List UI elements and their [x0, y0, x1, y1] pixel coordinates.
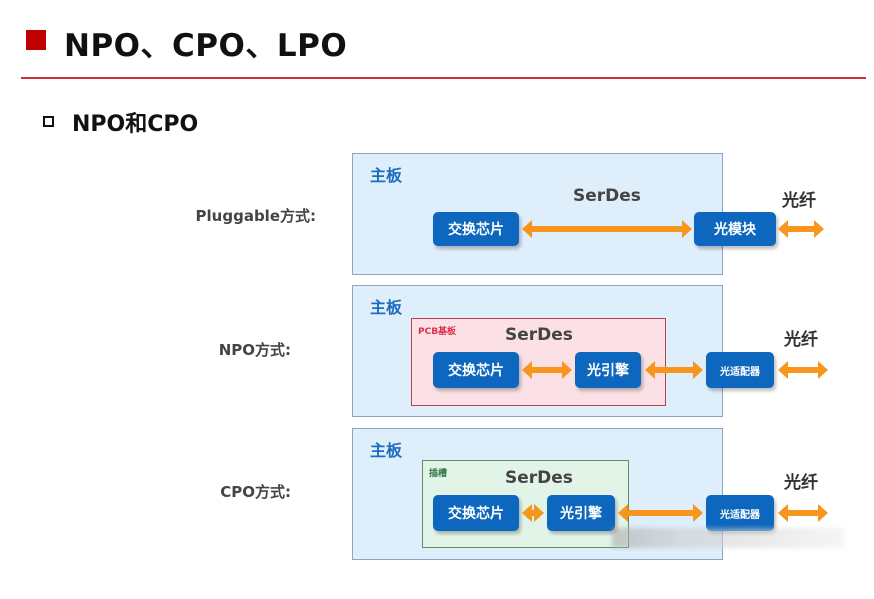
arrow-switch-to-module [522, 220, 692, 238]
switch-chip: 交换芯片 [433, 495, 519, 531]
optical-engine: 光引擎 [575, 352, 641, 388]
fiber-label: 光纤 [782, 191, 816, 211]
mainboard-label: 主板 [370, 166, 403, 185]
serdes-label: SerDes [505, 325, 573, 345]
optical-adapter: 光适配器 [706, 352, 774, 388]
arrow-engine-to-adapter [645, 361, 703, 379]
socket-slot-label: 插槽 [429, 469, 448, 479]
row-label-npo: NPO方式: [218, 341, 291, 359]
fiber-label: 光纤 [784, 330, 818, 350]
mainboard-pluggable [352, 153, 723, 275]
arrow-switch-to-engine [522, 361, 572, 379]
serdes-label: SerDes [505, 468, 573, 488]
optical-engine: 光引擎 [547, 495, 615, 531]
optical-adapter: 光适配器 [706, 495, 774, 531]
title-bullet-icon [26, 30, 46, 50]
row-label-pluggable: Pluggable方式: [195, 207, 316, 225]
fiber-label: 光纤 [784, 473, 818, 493]
pcb-substrate-label: PCB基板 [418, 327, 457, 337]
switch-chip: 交换芯片 [433, 212, 519, 246]
switch-chip: 交换芯片 [433, 352, 519, 388]
row-label-cpo: CPO方式: [220, 483, 291, 501]
mainboard-label: 主板 [370, 441, 403, 460]
serdes-label: SerDes [573, 186, 641, 206]
page-title: NPO、CPO、LPO [64, 28, 348, 64]
optical-module: 光模块 [694, 212, 776, 246]
mainboard-label: 主板 [370, 298, 403, 317]
watermark-blur [612, 528, 844, 548]
section-subtitle: NPO和CPO [72, 112, 199, 137]
arrow-adapter-to-fiber [778, 361, 828, 379]
title-divider [21, 77, 866, 79]
arrow-engine-to-adapter [618, 504, 703, 522]
arrow-adapter-to-fiber [778, 504, 828, 522]
arrow-switch-to-engine [522, 504, 544, 522]
subtitle-bullet-icon [43, 116, 54, 127]
arrow-module-to-fiber [778, 220, 824, 238]
